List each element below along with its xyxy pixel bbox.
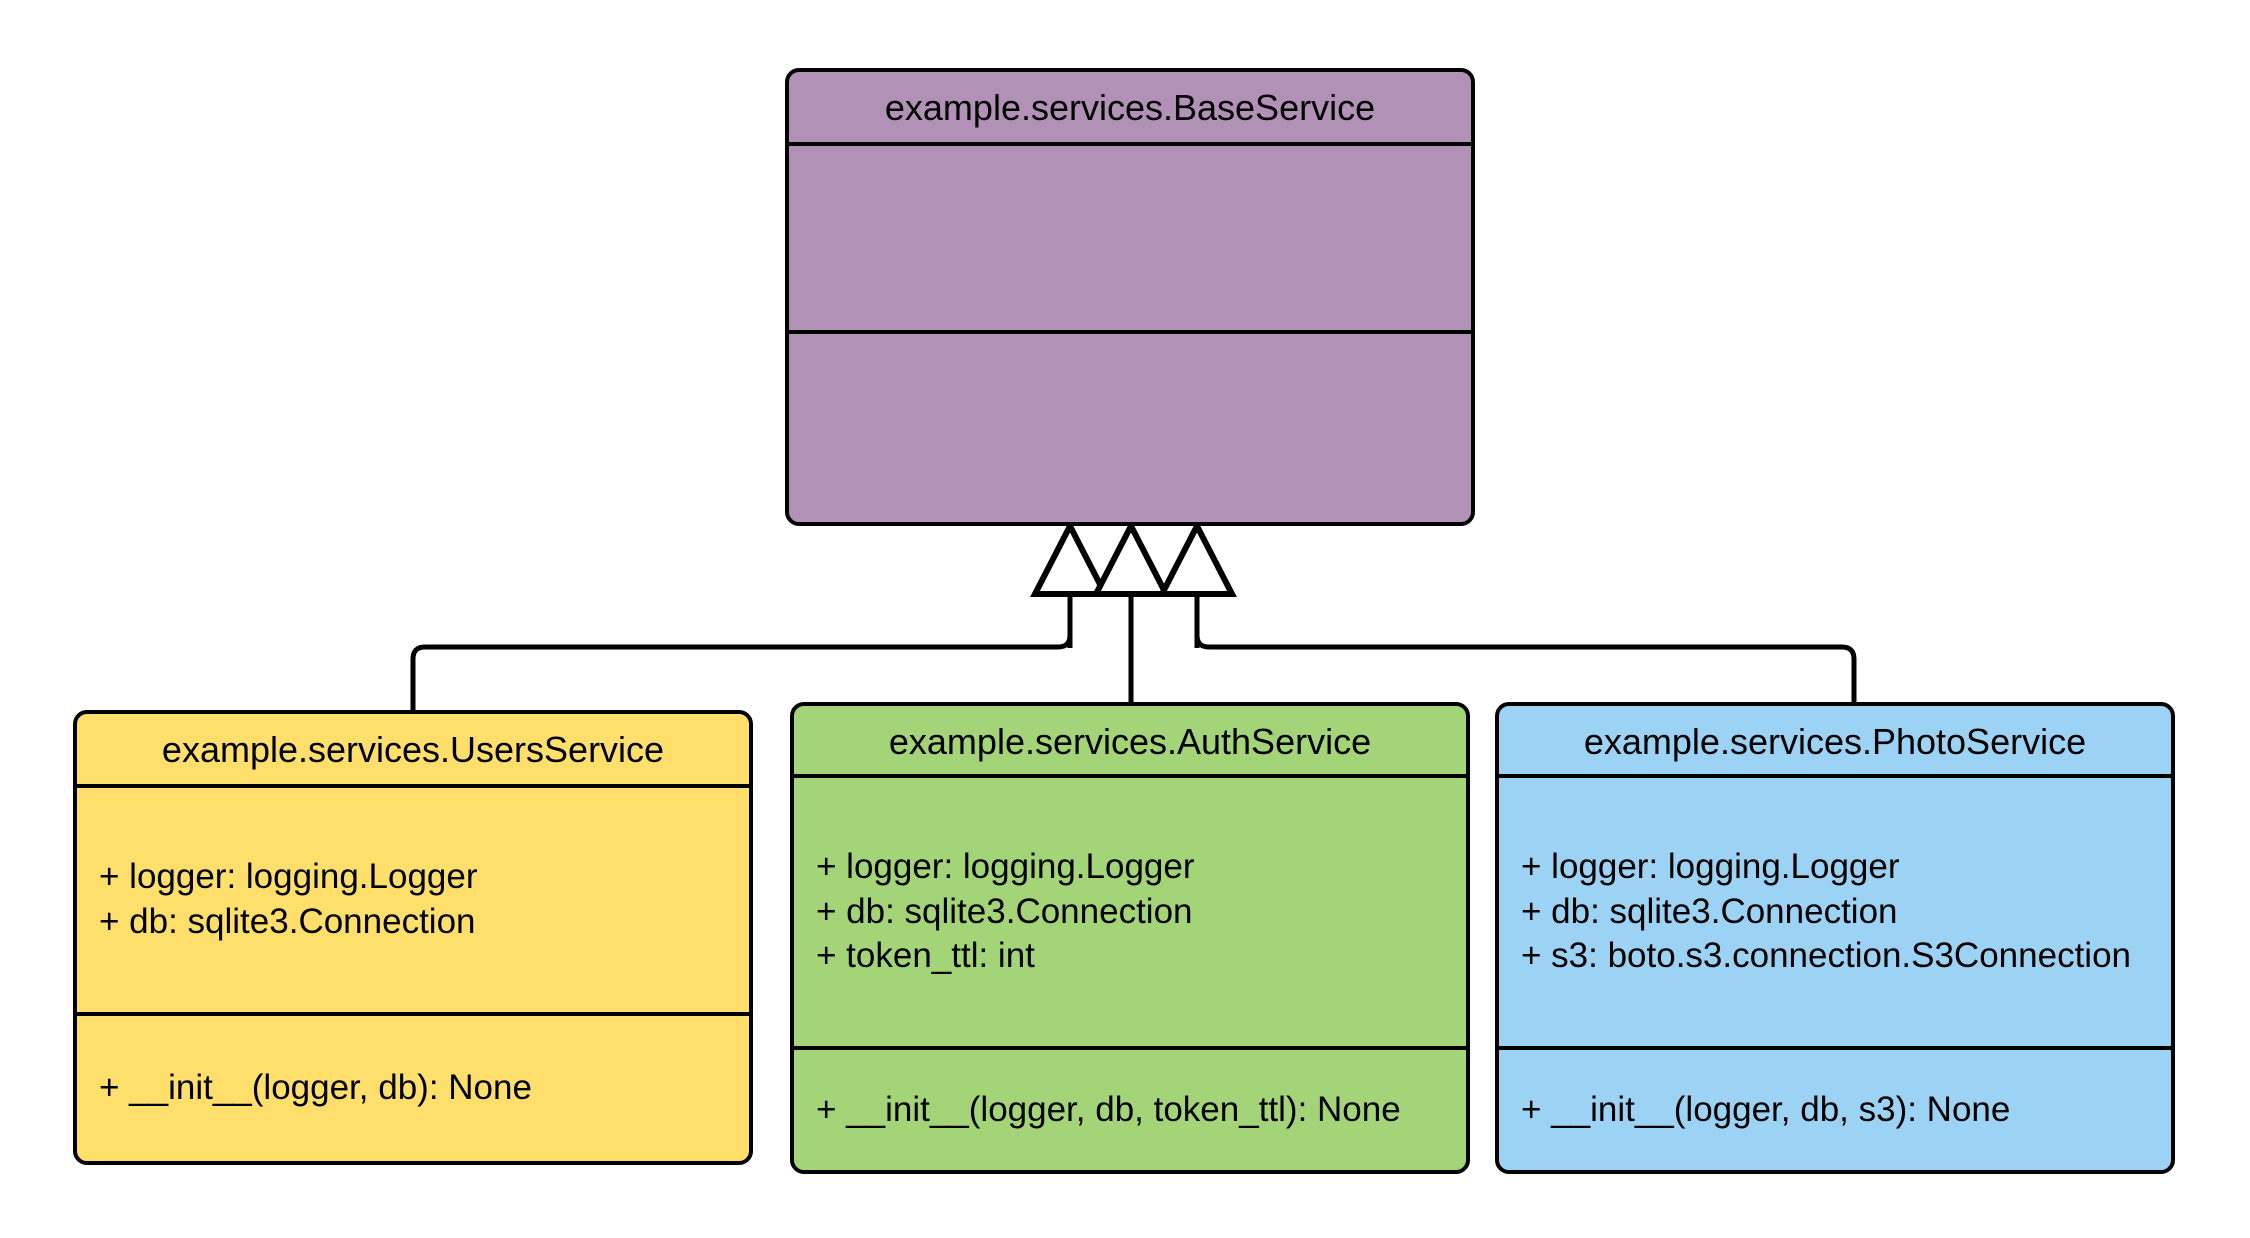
- attributes-compartment-usersservice: + logger: logging.Logger + db: sqlite3.C…: [77, 784, 749, 1012]
- uml-class-usersservice[interactable]: example.services.UsersService + logger: …: [73, 710, 753, 1165]
- methods-compartment-authservice: + __init__(logger, db, token_ttl): None: [794, 1046, 1466, 1170]
- attribute-row: + db: sqlite3.Connection: [1521, 891, 1898, 931]
- method-row: + __init__(logger, db, token_ttl): None: [816, 1089, 1401, 1129]
- attribute-row: + logger: logging.Logger: [1521, 846, 1900, 886]
- methods-compartment-usersservice: + __init__(logger, db): None: [77, 1012, 749, 1161]
- edge-usersservice-to-baseservice: [410, 519, 1110, 710]
- class-name-baseservice: example.services.BaseService: [884, 87, 1376, 128]
- uml-class-baseservice[interactable]: example.services.BaseService: [785, 68, 1475, 526]
- attribute-row: + s3: boto.s3.connection.S3Connection: [1521, 936, 2132, 976]
- uml-class-photoservice[interactable]: example.services.PhotoService + logger: …: [1495, 702, 2175, 1174]
- attributes-compartment-authservice: + logger: logging.Logger + db: sqlite3.C…: [794, 774, 1466, 1046]
- class-name-photoservice: example.services.PhotoService: [1583, 721, 2087, 762]
- uml-class-authservice[interactable]: example.services.AuthService + logger: l…: [790, 702, 1470, 1174]
- method-row: + __init__(logger, db): None: [99, 1068, 532, 1108]
- attribute-row: + logger: logging.Logger: [99, 857, 478, 897]
- attribute-row: + token_ttl: int: [816, 936, 1035, 976]
- class-name-usersservice: example.services.UsersService: [161, 729, 665, 770]
- attribute-row: + db: sqlite3.Connection: [99, 902, 476, 941]
- attribute-row: + db: sqlite3.Connection: [816, 891, 1193, 931]
- methods-compartment-photoservice: + __init__(logger, db, s3): None: [1499, 1046, 2171, 1170]
- attributes-compartment-photoservice: + logger: logging.Logger + db: sqlite3.C…: [1499, 774, 2171, 1046]
- methods-compartment-baseservice: [789, 330, 1471, 522]
- attribute-row: + logger: logging.Logger: [816, 846, 1195, 886]
- method-row: + __init__(logger, db, s3): None: [1521, 1089, 2011, 1129]
- attributes-compartment-baseservice: [789, 142, 1471, 330]
- edge-authservice-to-baseservice: [1091, 519, 1171, 702]
- edge-photoservice-to-baseservice: [1157, 519, 1857, 702]
- class-name-authservice: example.services.AuthService: [888, 721, 1372, 762]
